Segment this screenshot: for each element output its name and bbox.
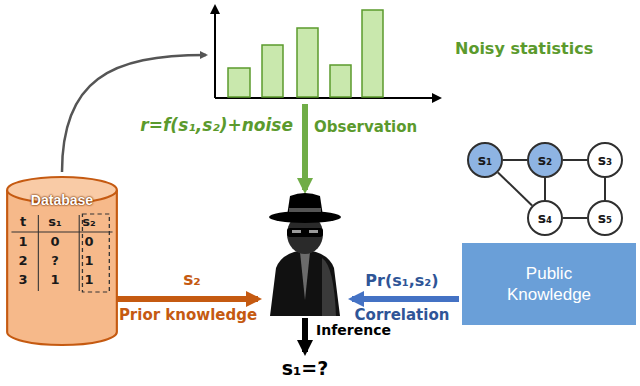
node-label: s₂ <box>538 152 552 168</box>
arrow-label: Inference <box>316 322 391 338</box>
table-cell: 0 <box>84 235 93 250</box>
node-label: s₄ <box>538 210 552 226</box>
knowledge-box: Public Knowledge <box>462 243 636 325</box>
graph-node: s₂ <box>527 142 563 178</box>
table-cell: 2 <box>18 254 27 269</box>
arrow-label: Correlation <box>355 307 450 324</box>
inference-arrow <box>302 318 308 352</box>
table-cell: 1 <box>18 235 27 250</box>
graph-edge <box>604 178 606 200</box>
chart-title: Noisy statistics <box>455 40 593 58</box>
graph-edge <box>503 159 527 161</box>
graph-edge <box>544 178 546 200</box>
arrow-label: Observation <box>314 119 417 136</box>
prior-arrow <box>113 296 258 302</box>
curved-arrow <box>62 55 206 172</box>
correlation-arrow <box>352 296 459 302</box>
table-cell: ? <box>51 254 59 269</box>
formula: r=f(s₁,s₂)+noise <box>140 116 293 136</box>
knowledge-title: Public Knowledge <box>494 263 604 306</box>
hacker-icon <box>269 193 341 316</box>
table-cell: 1 <box>50 273 59 288</box>
graph-node: s₃ <box>587 142 623 178</box>
graph-edge <box>563 159 587 161</box>
table-cell: 1 <box>84 254 93 269</box>
bar-chart <box>215 6 440 98</box>
observation-arrow <box>302 104 308 190</box>
node-label: s₁ <box>478 152 492 168</box>
database-title: Database <box>5 192 119 208</box>
graph-node: s₁ <box>467 142 503 178</box>
arrow-label: s₂ <box>183 270 201 290</box>
table-cell: 3 <box>18 273 27 288</box>
graph-edge <box>498 173 532 206</box>
table-cell: s₂ <box>82 215 95 230</box>
node-label: s₅ <box>598 210 612 226</box>
table-cell: 0 <box>50 235 59 250</box>
table-cell: 1 <box>84 273 93 288</box>
table-cell: s₁ <box>48 215 61 230</box>
table-cell: t <box>20 215 26 230</box>
node-label: s₃ <box>598 152 612 168</box>
arrow-label: Pr(s₁,s₂) <box>365 272 438 290</box>
graph-node: s₄ <box>527 200 563 236</box>
arrow-label: Prior knowledge <box>119 307 257 324</box>
graph-edge <box>563 217 587 219</box>
graph-node: s₅ <box>587 200 623 236</box>
result-label: s₁=? <box>282 358 329 380</box>
